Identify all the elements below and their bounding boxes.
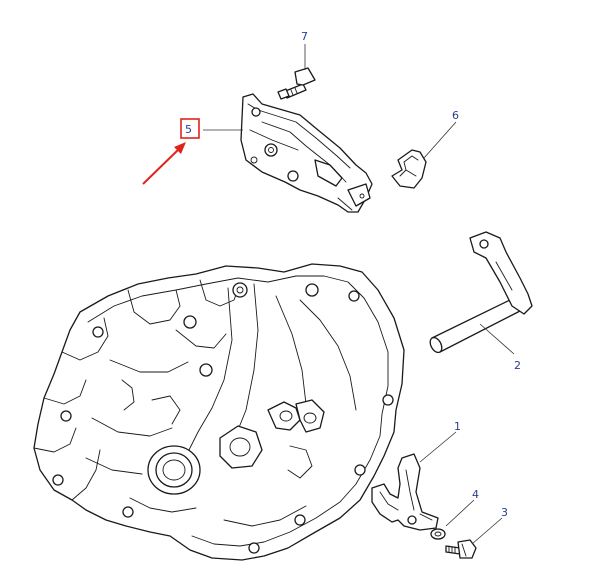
callout-2: 2 [514,359,521,372]
part-bracket-5 [240,93,373,213]
callout-7: 7 [301,30,308,43]
callout-labels: 7 6 5 2 1 4 3 [185,30,521,519]
part-shift-rod-2 [429,231,533,354]
callout-4: 4 [472,488,479,501]
part-shift-fork-1 [371,453,439,531]
callout-5: 5 [185,123,192,136]
highlight-arrowhead [174,142,186,154]
highlight-arrow [142,147,181,185]
callout-3: 3 [501,506,508,519]
part-bolt-7 [277,67,316,100]
part-bolt-3 [445,539,477,559]
highlight-marker [142,118,200,185]
highlight-box [180,118,200,139]
callout-6: 6 [452,109,459,122]
part-clip-6 [391,149,427,189]
leader-lines [203,44,515,545]
part-transmission-housing [33,263,405,561]
callout-1: 1 [454,420,461,433]
part-washer-4 [430,528,446,540]
